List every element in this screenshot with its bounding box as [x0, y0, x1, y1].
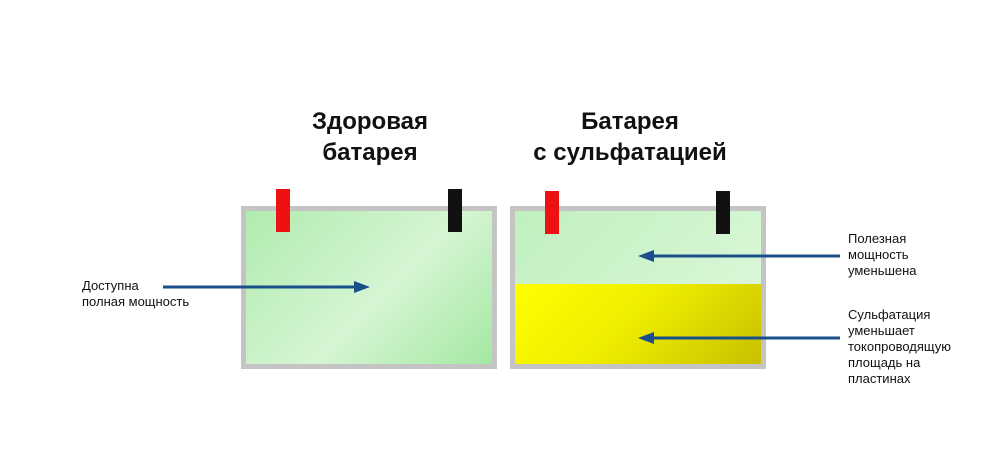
full-power-arrow	[163, 281, 370, 293]
healthy-battery-title: Здоровая батарея	[270, 106, 470, 168]
sulfation-line2: уменьшает	[848, 323, 915, 338]
healthy-title-line1: Здоровая	[311, 108, 429, 135]
full-power-line1: Доступна	[82, 278, 139, 293]
sulfated-title-line2: с сульфатацией	[533, 139, 727, 166]
sulfated-positive-terminal	[545, 191, 559, 234]
sulfated-negative-terminal	[716, 191, 730, 234]
sulfation-line5: пластинах	[848, 371, 911, 386]
sulfation-line4: площадь на	[848, 355, 921, 370]
sulfated-battery-title: Батарея с сульфатацией	[500, 106, 760, 168]
sulfation-arrow	[638, 332, 840, 344]
healthy-title-line2: батарея	[322, 139, 418, 166]
useful-power-label: Полезная мощность уменьшена	[848, 231, 917, 279]
useful-power-line1: Полезная	[848, 231, 907, 246]
useful-power-line3: уменьшена	[848, 263, 917, 278]
sulfation-line3: токопроводящую	[848, 339, 952, 354]
useful-power-arrow	[638, 250, 840, 262]
sulfation-line1: Сульфатация	[848, 307, 931, 322]
useful-power-line2: мощность	[848, 247, 909, 262]
full-power-label: Доступна полная мощность	[82, 278, 189, 310]
sulfated-title-line1: Батарея	[581, 108, 679, 135]
healthy-negative-terminal	[448, 189, 462, 232]
healthy-positive-terminal	[276, 189, 290, 232]
sulfation-layer	[515, 284, 761, 364]
sulfation-label: Сульфатация уменьшает токопроводящую пло…	[848, 307, 951, 387]
full-power-line2: полная мощность	[82, 294, 190, 309]
